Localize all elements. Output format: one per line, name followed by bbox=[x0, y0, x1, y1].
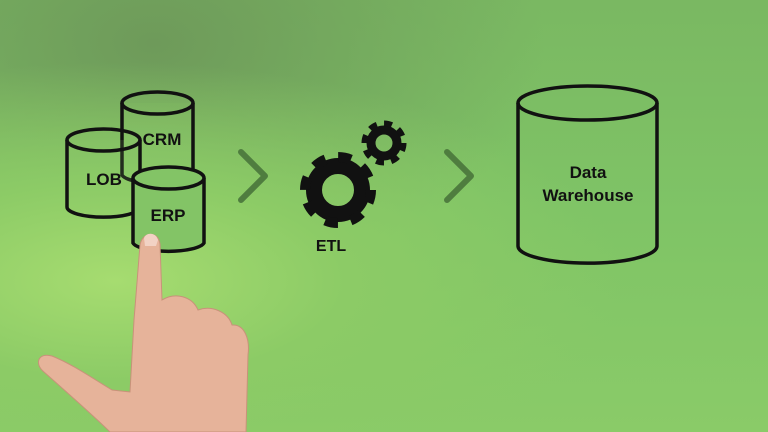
cylinder-erp bbox=[131, 165, 206, 254]
erp-label: ERP bbox=[151, 206, 186, 225]
arrow-right-icon bbox=[444, 149, 474, 203]
warehouse-label-line1: Data bbox=[570, 163, 607, 182]
gear-large-icon bbox=[300, 152, 376, 228]
gear-small-icon bbox=[361, 120, 407, 166]
pointing-hand bbox=[37, 233, 249, 432]
arrow-right-icon bbox=[238, 149, 268, 203]
warehouse-label-line2: Warehouse bbox=[542, 186, 633, 205]
cylinder-data-warehouse bbox=[516, 84, 659, 265]
etl-label: ETL bbox=[316, 238, 346, 255]
lob-label: LOB bbox=[86, 170, 122, 189]
crm-label: CRM bbox=[143, 130, 182, 149]
